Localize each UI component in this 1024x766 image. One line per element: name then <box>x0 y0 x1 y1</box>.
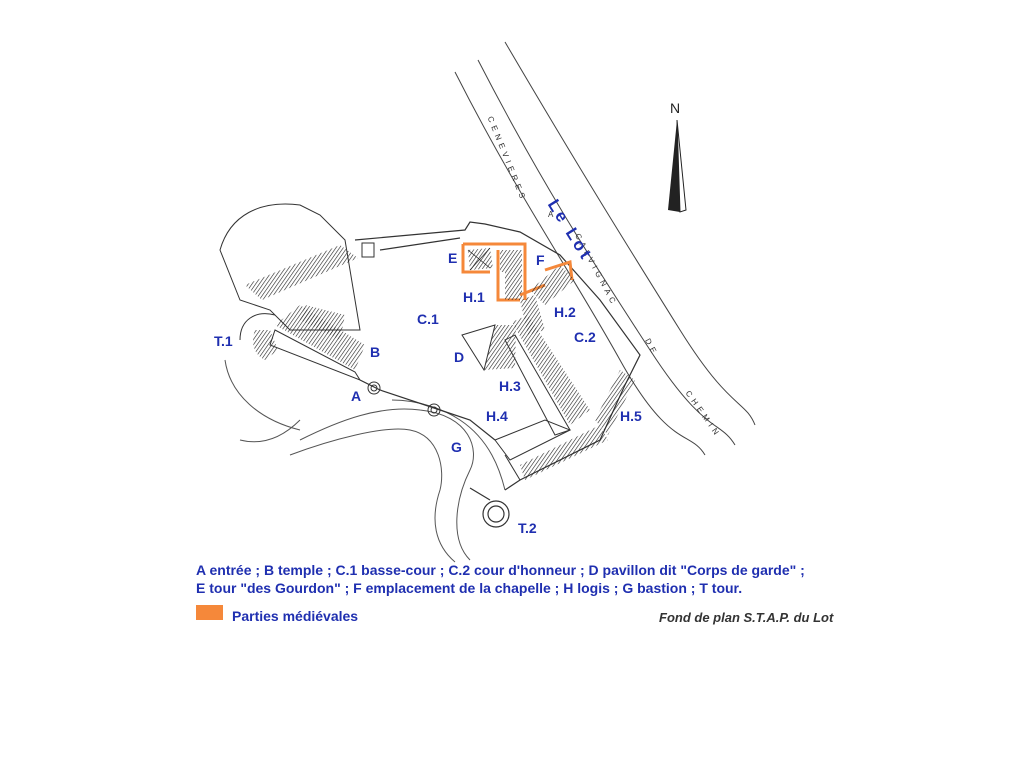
label-d: D <box>454 349 465 365</box>
map-caption: A entrée ; B temple ; C.1 basse-cour ; C… <box>196 561 876 597</box>
access-paths <box>239 399 506 563</box>
label-t1: T.1 <box>214 333 233 349</box>
label-h2: H.2 <box>554 304 576 320</box>
caption-line-2: E tour "des Gourdon" ; F emplacement de … <box>196 580 743 596</box>
tower-t2 <box>469 487 510 528</box>
logis-h4 <box>494 419 572 481</box>
label-c2: C.2 <box>574 329 596 345</box>
map-credit: Fond de plan S.T.A.P. du Lot <box>659 610 834 625</box>
label-h5: H.5 <box>620 408 642 424</box>
pavillon-d <box>461 324 516 372</box>
label-b: B <box>370 344 381 360</box>
logis-h5 <box>520 370 635 480</box>
caption-line-1: A entrée ; B temple ; C.1 basse-cour ; C… <box>196 562 805 578</box>
legend-label: Parties médiévales <box>232 608 359 624</box>
label-h4: H.4 <box>486 408 508 424</box>
label-g: G <box>451 439 462 455</box>
temple-b <box>269 305 365 382</box>
label-c1: C.1 <box>417 311 439 327</box>
logis-h1 <box>467 247 522 300</box>
label-t2: T.2 <box>518 520 537 536</box>
road-label-a: A <box>548 210 558 219</box>
north-label: N <box>670 100 681 116</box>
road-lines <box>454 41 756 456</box>
label-e: E <box>448 250 458 266</box>
entrance-towers <box>361 242 441 417</box>
legend-swatch <box>196 605 223 620</box>
label-h3: H.3 <box>499 378 521 394</box>
label-h1: H.1 <box>463 289 485 305</box>
label-a: A <box>351 388 362 404</box>
tower-t1 <box>219 203 361 431</box>
north-arrow <box>668 119 687 213</box>
label-f: F <box>536 252 545 268</box>
